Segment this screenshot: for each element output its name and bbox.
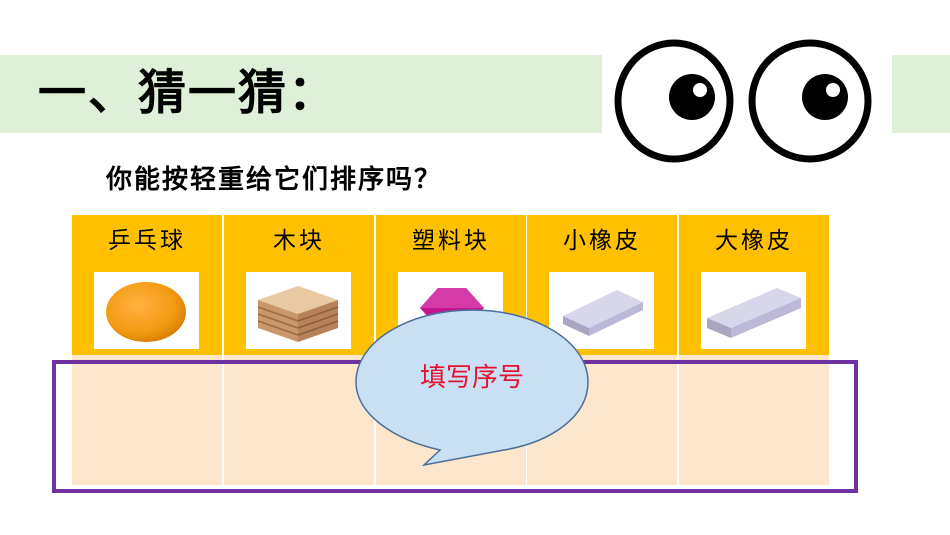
title-band: [0, 55, 602, 133]
item-image: [701, 272, 806, 349]
title-band-right: [892, 55, 950, 133]
bubble-text: 填写序号: [419, 363, 524, 393]
answer-cell[interactable]: [679, 355, 829, 485]
item-column: 大橡皮: [679, 215, 829, 485]
item-header: 大橡皮: [679, 215, 829, 355]
item-image: [246, 272, 351, 349]
item-label: 乒乓球: [108, 228, 186, 254]
item-header: 木块: [224, 215, 374, 355]
item-image: [94, 272, 199, 349]
item-label: 大橡皮: [715, 228, 793, 254]
question-text: 你能按轻重给它们排序吗？: [106, 165, 443, 195]
eyes-icon: [614, 39, 872, 163]
answer-cell[interactable]: [224, 355, 374, 485]
small-eraser-icon: [563, 290, 643, 336]
answer-cell[interactable]: [72, 355, 222, 485]
left-pupil-icon: [669, 74, 715, 120]
page-title: 一、猜一猜：: [38, 65, 339, 121]
item-label: 小橡皮: [563, 228, 641, 254]
wood-block-icon: [257, 286, 339, 342]
item-label: 木块: [273, 228, 325, 254]
speech-bubble-icon: [355, 309, 589, 466]
big-eraser-icon: [707, 288, 801, 338]
ping-pong-ball-icon: [106, 282, 186, 342]
item-column: 木块: [224, 215, 374, 485]
item-header: 乒乓球: [72, 215, 222, 355]
item-label: 塑料块: [412, 228, 490, 254]
item-image: [549, 272, 654, 349]
item-column: 乒乓球: [72, 215, 222, 485]
right-pupil-icon: [802, 74, 848, 120]
